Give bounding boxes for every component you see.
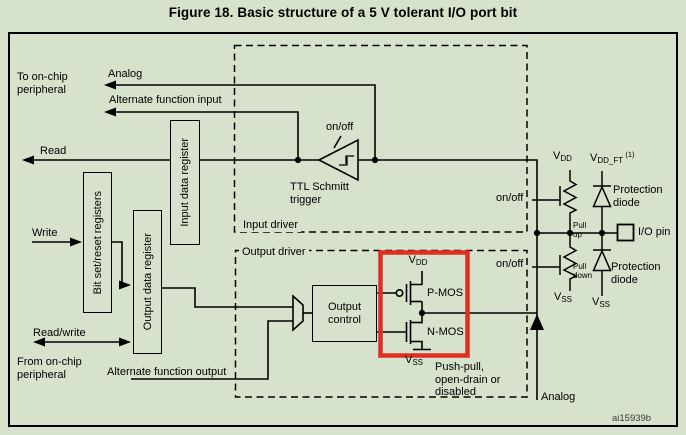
af-input-arrowhead <box>104 107 116 117</box>
analog-arrowhead <box>104 80 116 90</box>
pull-down-symbol <box>532 233 578 291</box>
pmos-gate-bubble <box>395 288 404 297</box>
pull-down-gate <box>532 255 561 275</box>
analog-input-wire <box>106 84 376 160</box>
pmos-label: P-MOS <box>427 287 464 299</box>
write-label: Write <box>32 227 58 239</box>
pull-up-gate <box>532 186 561 206</box>
analog-label: Analog <box>108 68 143 80</box>
nmos-label: N-MOS <box>427 326 464 338</box>
mux-symbol <box>292 294 304 332</box>
to-on-chip-peripheral-label: To on-chip peripheral <box>17 71 68 96</box>
pull-down-resistor <box>562 233 578 291</box>
input-data-register-label: Input data register <box>179 138 191 227</box>
output-control-box: Output control <box>312 285 377 342</box>
pull-up-resistor <box>562 170 578 233</box>
input-driver-dashed-box <box>233 44 528 233</box>
figure-title: Figure 18. Basic structure of a 5 V tole… <box>168 5 518 20</box>
mos-highlight-box <box>378 250 470 358</box>
bit-set-reset-registers-label: Bit set/reset registers <box>91 190 104 295</box>
pmos-symbol <box>377 271 423 305</box>
odr-to-mux-wire <box>162 287 293 308</box>
vss-pulldown-label: VSS <box>554 291 573 304</box>
input-driver-label: Input driver <box>240 219 302 232</box>
nmos-symbol <box>377 320 431 351</box>
read-write-label: Read/write <box>33 327 86 339</box>
io-pin-icon <box>616 223 635 242</box>
schmitt-trigger-label: TTL Schmitt trigger <box>290 181 349 206</box>
pull-down-label: Pull down <box>573 262 593 280</box>
pull-up-on-off-label: on/off <box>496 192 524 204</box>
output-control-label: Output control <box>327 300 362 326</box>
bsrr-to-odr-wire <box>112 241 128 286</box>
alternate-function-input-wire <box>106 111 299 160</box>
pull-down-on-off-label: on/off <box>496 258 524 270</box>
hysteresis-icon <box>339 155 354 166</box>
output-data-register-box: Output data register <box>133 210 162 354</box>
input-data-register-box: Input data register <box>170 120 200 245</box>
from-on-chip-peripheral-label: From on-chip peripheral <box>17 356 82 381</box>
read-arrowhead <box>22 155 34 165</box>
vdd-mos-label: VDD <box>408 254 428 267</box>
vss-diode-label: VSS <box>592 296 611 309</box>
write-arrowhead <box>70 237 82 247</box>
analog-up-arrowhead <box>530 314 544 330</box>
read-write-right-arrowhead <box>119 337 131 347</box>
figure-id-watermark: ai15939b <box>612 413 652 424</box>
junction-dots <box>294 156 606 317</box>
analog-bottom-label: Analog <box>541 391 576 403</box>
pull-up-label: Pull up <box>573 221 587 239</box>
schmitt-on-off-pointer <box>333 135 342 149</box>
schmitt-on-off-label: on/off <box>326 121 354 133</box>
figure-frame <box>8 32 678 427</box>
vdd-ft-label: VDD_FT (1) <box>590 150 635 165</box>
pull-up-symbol <box>532 170 578 233</box>
vdd-pullup-label: VDD <box>553 150 572 163</box>
io-pin-label: I/O pin <box>638 226 671 238</box>
protection-diode-bottom-label: Protection diode <box>611 261 661 286</box>
bsrr-odr-arrowhead <box>119 280 131 290</box>
alternate-function-input-label: Alternate function input <box>109 94 222 106</box>
alternate-function-output-label: Alternate function output <box>107 366 227 378</box>
push-pull-note: Push-pull, open-drain or disabled <box>435 361 501 398</box>
output-data-register-label: Output data register <box>141 233 154 331</box>
bit-set-reset-registers-box: Bit set/reset registers <box>83 172 112 313</box>
vss-mos-label: VSS <box>404 354 423 367</box>
protection-diode-column <box>592 171 612 296</box>
output-driver-label: Output driver <box>239 246 309 259</box>
read-label: Read <box>40 145 67 157</box>
read-write-left-arrowhead <box>33 337 45 347</box>
alternate-function-output-wire <box>131 320 293 380</box>
protection-diode-top-label: Protection diode <box>613 184 663 209</box>
schmitt-trigger-symbol <box>317 138 359 182</box>
protection-diode-top-icon <box>592 185 612 208</box>
